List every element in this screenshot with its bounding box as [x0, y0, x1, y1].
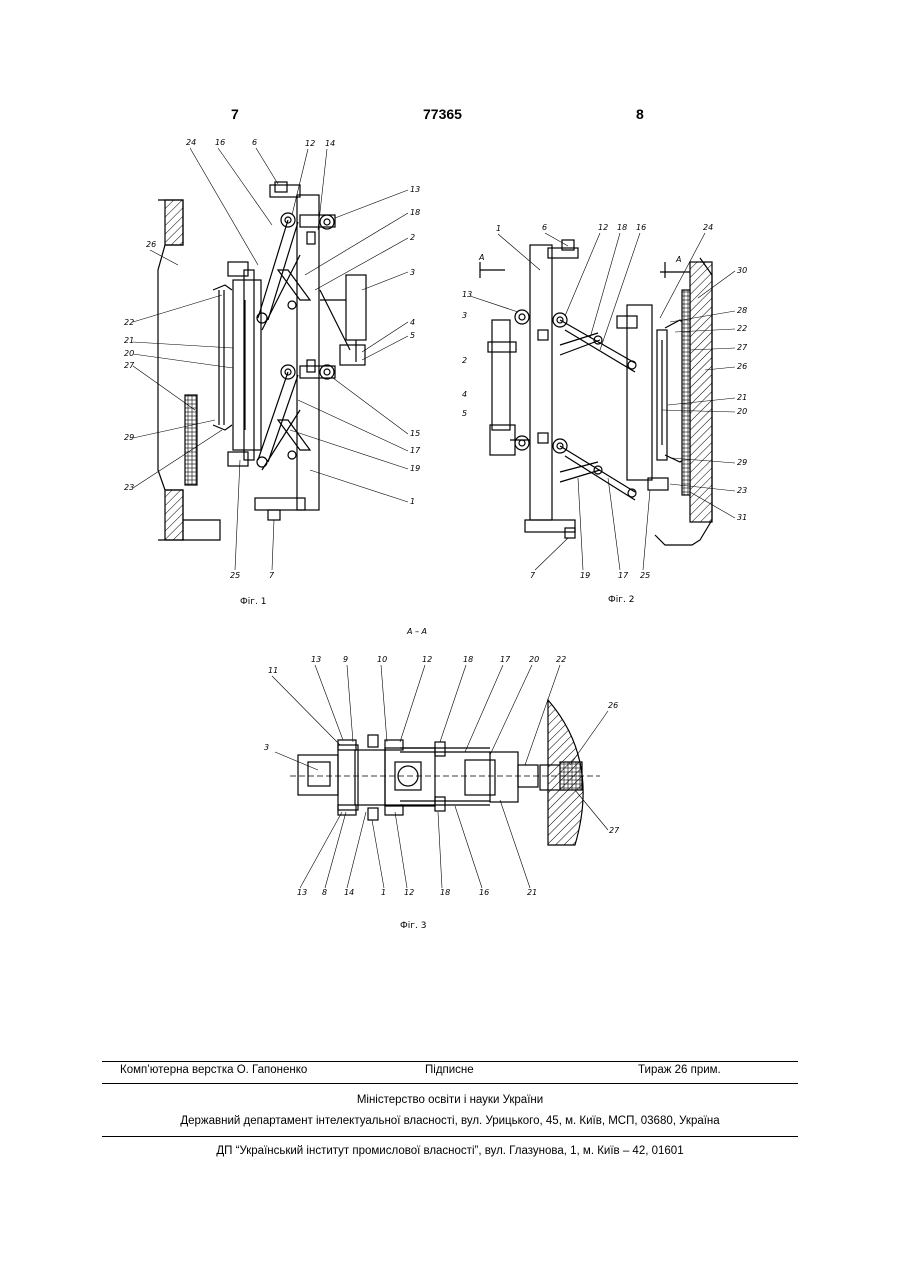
section-mark: А: [478, 253, 484, 262]
fig1-label: 21: [124, 336, 134, 345]
figure-1-drawing: [158, 182, 366, 540]
figure-1-caption: Фіг. 1: [240, 597, 266, 607]
fig2-label: 21: [737, 393, 747, 402]
fig3-label: 8: [322, 888, 327, 897]
fig1-label: 12: [305, 139, 315, 148]
fig3-label: 22: [556, 655, 566, 664]
fig3-label: 1: [381, 888, 386, 897]
fig2-label: 29: [737, 458, 747, 467]
fig3-label: 18: [440, 888, 450, 897]
fig2-label: 19: [580, 571, 590, 580]
fig3-label: 20: [529, 655, 539, 664]
institute: ДП “Український інститут промислової вла…: [102, 1145, 798, 1157]
fig2-label: 22: [737, 324, 747, 333]
footer-row-imprint: Комп’ютерна верстка О. Гапоненко Підписн…: [102, 1064, 798, 1080]
leader-lines: [133, 148, 735, 888]
fig1-label: 27: [124, 361, 135, 370]
fig2-label: 1: [496, 224, 501, 233]
fig2-label: 28: [737, 306, 747, 315]
fig3-label: 17: [500, 655, 511, 664]
technical-drawings: 24 16 6 12 14 13 18 2 3 4 5 26 22 21 20 …: [0, 0, 901, 1000]
fig1-label: 19: [410, 464, 420, 473]
ministry: Міністерство освіти і науки України: [102, 1094, 798, 1106]
fig3-label: 18: [463, 655, 473, 664]
fig2-label: 7: [530, 571, 536, 580]
figure-3-caption: Фіг. 3: [400, 921, 426, 931]
typesetting-credit: Комп’ютерна верстка О. Гапоненко: [120, 1064, 307, 1076]
figure-2-caption: Фіг. 2: [608, 595, 634, 605]
fig1-label: 25: [230, 571, 240, 580]
fig1-label: 1: [410, 497, 415, 506]
fig3-label: 12: [404, 888, 414, 897]
circulation: Тираж 26 прим.: [638, 1064, 721, 1076]
fig2-label: 16: [636, 223, 646, 232]
fig1-label: 13: [410, 185, 420, 194]
fig3-label: 10: [377, 655, 387, 664]
fig2-label: 17: [618, 571, 629, 580]
fig3-label: 3: [264, 743, 269, 752]
fig2-label: 24: [703, 223, 713, 232]
fig3-label: 12: [422, 655, 432, 664]
fig1-label: 20: [124, 349, 134, 358]
fig3-label: 27: [609, 826, 620, 835]
fig1-label: 24: [186, 138, 196, 147]
fig2-label: 4: [462, 390, 467, 399]
fig1-label: 18: [410, 208, 420, 217]
fig1-label: 16: [215, 138, 225, 147]
fig2-label: 18: [617, 223, 627, 232]
fig2-label: 20: [737, 407, 747, 416]
fig2-label: 6: [542, 223, 547, 232]
fig2-label: 2: [462, 356, 467, 365]
section-title: А – А: [406, 627, 427, 636]
fig1-label: 5: [410, 331, 415, 340]
footer-rule-middle: [102, 1083, 798, 1084]
fig1-label: 4: [410, 318, 415, 327]
fig3-label: 16: [479, 888, 489, 897]
fig2-label: 25: [640, 571, 650, 580]
fig3-label: 14: [344, 888, 354, 897]
fig1-label: 2: [410, 233, 415, 242]
fig3-label: 26: [608, 701, 618, 710]
fig3-label: 13: [297, 888, 307, 897]
fig1-label: 22: [124, 318, 134, 327]
fig2-label: 13: [462, 290, 472, 299]
fig1-label: 15: [410, 429, 420, 438]
fig2-label: 26: [737, 362, 747, 371]
fig1-label: 23: [124, 483, 134, 492]
fig2-label: 3: [462, 311, 467, 320]
fig2-label: 5: [462, 409, 467, 418]
fig2-label: 30: [737, 266, 747, 275]
footer-rule-bottom: [102, 1136, 798, 1137]
footer-rule-top: [102, 1061, 798, 1062]
fig2-label: 12: [598, 223, 608, 232]
department: Державний департамент інтелектуальної вл…: [102, 1115, 798, 1127]
fig3-label: 11: [268, 666, 278, 675]
fig1-label: 7: [269, 571, 275, 580]
fig1-label: 29: [124, 433, 134, 442]
fig3-label: 21: [527, 888, 537, 897]
fig2-label: 23: [737, 486, 747, 495]
fig1-label: 6: [252, 138, 257, 147]
fig1-label: 26: [146, 240, 156, 249]
section-mark: А: [675, 255, 681, 264]
fig2-label: 27: [737, 343, 748, 352]
fig1-label: 17: [410, 446, 421, 455]
fig2-label: 31: [737, 513, 747, 522]
fig3-label: 13: [311, 655, 321, 664]
fig1-label: 14: [325, 139, 335, 148]
signed-label: Підписне: [425, 1064, 474, 1076]
fig3-label: 9: [343, 655, 348, 664]
fig1-label: 3: [410, 268, 415, 277]
